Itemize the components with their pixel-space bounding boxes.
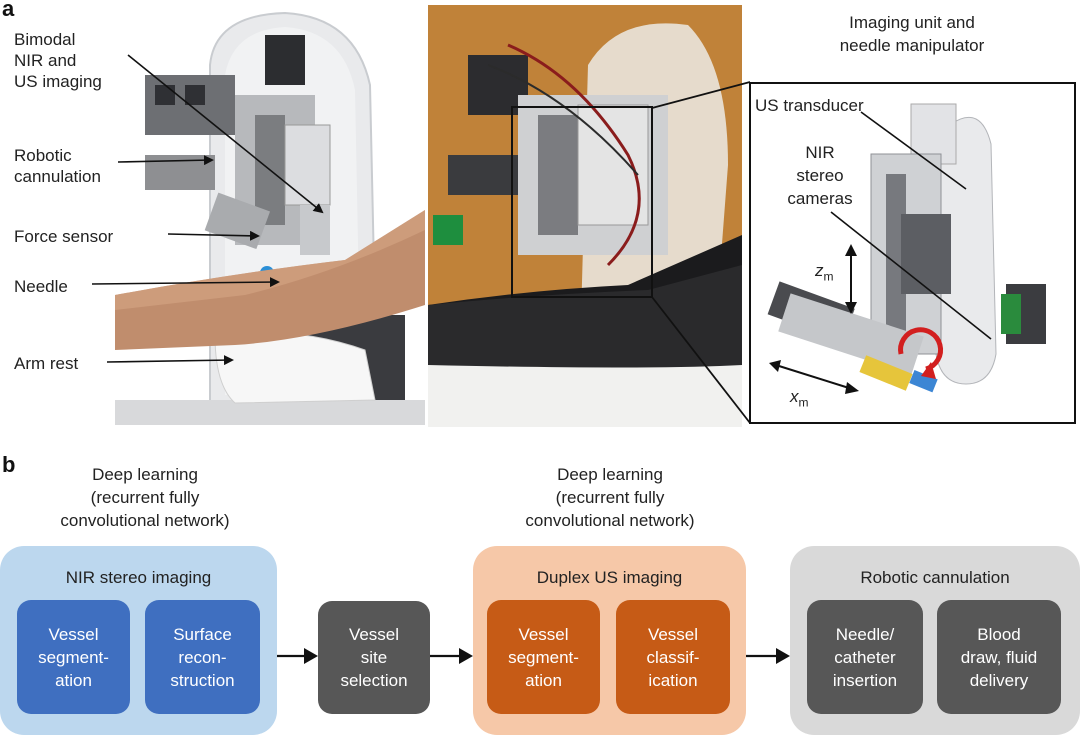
box-blood-draw-fluid-delivery: Blood draw, fluid delivery: [937, 600, 1061, 714]
inset-title: Imaging unit and needle manipulator: [839, 13, 985, 55]
panel-a-letter: a: [2, 0, 15, 21]
deep-learning-caption-nir: Deep learning (recurrent fully convoluti…: [60, 465, 230, 530]
x-axis-label: xm: [790, 387, 809, 410]
label-us-transducer: US transducer: [755, 96, 864, 115]
box-vessel-classification: Vessel classif- ication: [616, 600, 730, 714]
group-title-us: Duplex US imaging: [536, 568, 683, 587]
label-needle: Needle: [14, 277, 68, 296]
label-arm-rest: Arm rest: [14, 354, 79, 373]
label-robotic-cannulation: Robotic cannulation: [14, 146, 101, 186]
group-title-cannulation: Robotic cannulation: [860, 568, 1010, 587]
box-needle-catheter-insertion: Needle/ catheter insertion: [807, 600, 923, 714]
group-title-nir: NIR stereo imaging: [65, 568, 212, 587]
label-force-sensor: Force sensor: [14, 227, 114, 246]
panel-b-letter: b: [2, 452, 16, 477]
group-nir-stereo-imaging: NIR stereo imaging Vessel segment- ation…: [0, 546, 277, 735]
group-robotic-cannulation: Robotic cannulation Needle/ catheter ins…: [790, 546, 1080, 735]
z-axis-label: zm: [815, 261, 834, 284]
group-duplex-us-imaging: Duplex US imaging Vessel segment- ation …: [473, 546, 746, 735]
deep-learning-caption-us: Deep learning (recurrent fully convoluti…: [525, 465, 695, 530]
box-nir-vessel-segmentation: Vessel segment- ation: [17, 600, 130, 714]
box-vessel-site-selection: Vessel site selection: [318, 601, 430, 714]
box-us-vessel-segmentation: Vessel segment- ation: [487, 600, 600, 714]
label-nir-stereo-cameras: NIR stereo cameras: [787, 143, 853, 208]
label-bimodal-imaging: Bimodal NIR and US imaging: [14, 30, 102, 91]
imaging-unit-inset: [749, 82, 1076, 424]
closeup-photo: [428, 5, 742, 427]
box-surface-reconstruction: Surface recon- struction: [145, 600, 260, 714]
